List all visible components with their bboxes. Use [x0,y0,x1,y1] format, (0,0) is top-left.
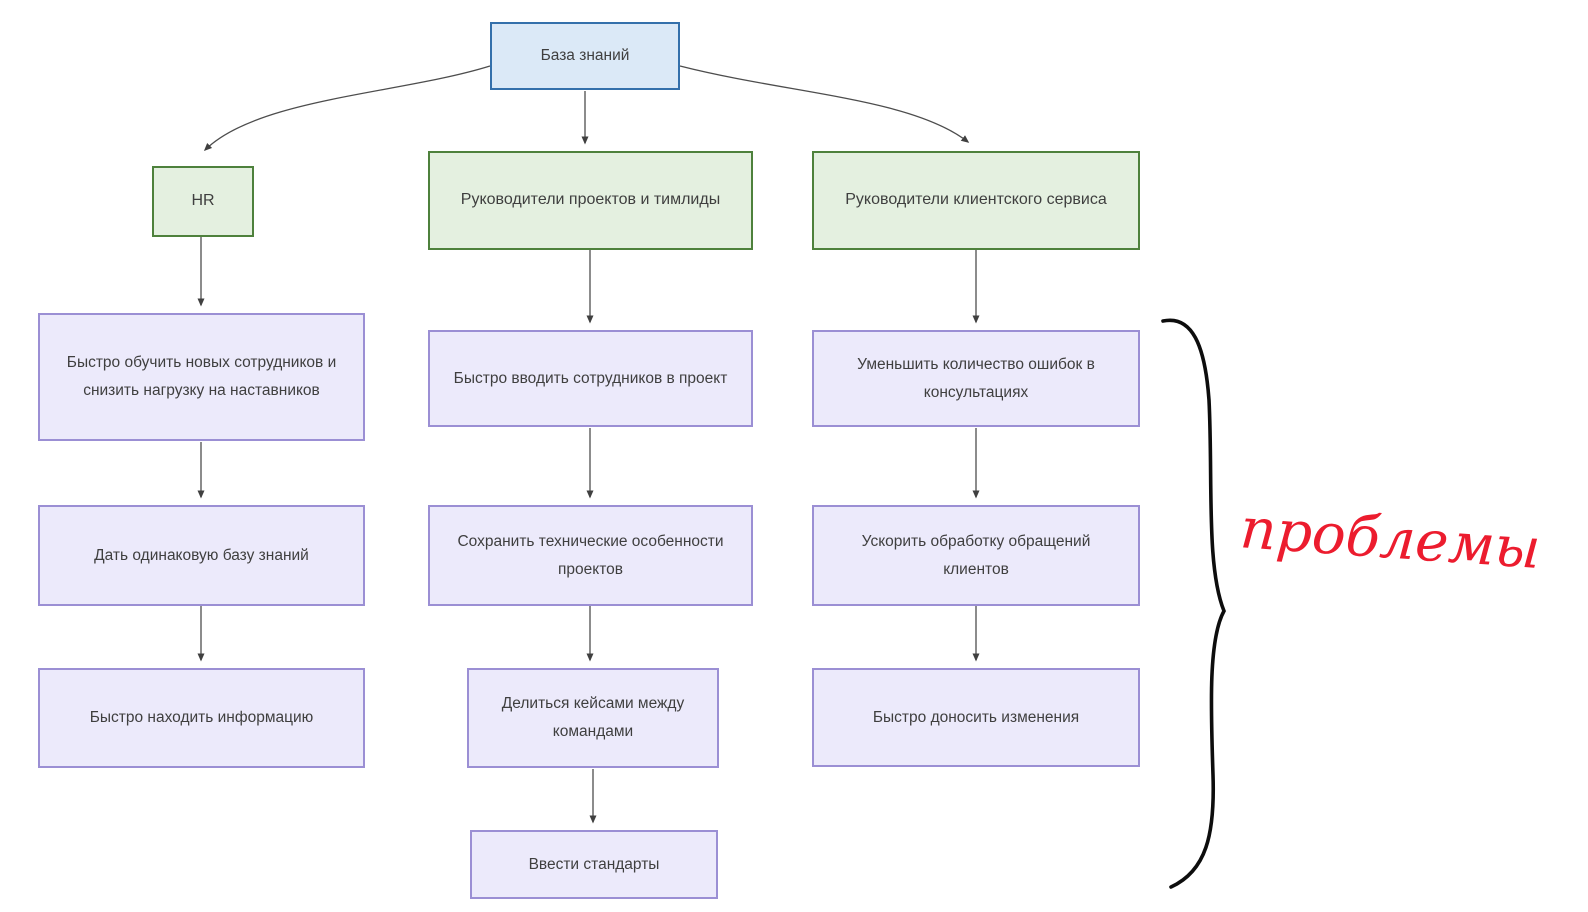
node-hr-item-1[interactable]: Быстро обучить новых сотрудников и снизи… [38,313,365,441]
node-service-item-2[interactable]: Ускорить обработку обращений клиентов [812,505,1140,606]
node-projects-item-4[interactable]: Ввести стандарты [470,830,718,899]
connector-root-service [679,65,970,143]
node-projects-item-2[interactable]: Сохранить технические особенности проект… [428,505,753,606]
node-hr-item-3[interactable]: Быстро находить информацию [38,668,365,768]
node-service-item-3[interactable]: Быстро доносить изменения [812,668,1140,767]
node-hr-item-2[interactable]: Дать одинаковую базу знаний [38,505,365,606]
node-project-leads[interactable]: Руководители проектов и тимлиды [428,151,753,250]
node-hr[interactable]: HR [152,166,254,237]
connector-root-hr [203,65,491,152]
node-knowledge-base[interactable]: База знаний [490,22,680,90]
node-client-service-leads[interactable]: Руководители клиентского сервиса [812,151,1140,250]
curly-brace [1161,318,1226,889]
node-service-item-1[interactable]: Уменьшить количество ошибок в консультац… [812,330,1140,427]
node-projects-item-1[interactable]: Быстро вводить сотрудников в проект [428,330,753,427]
node-projects-item-3[interactable]: Делиться кейсами между командами [467,668,719,768]
